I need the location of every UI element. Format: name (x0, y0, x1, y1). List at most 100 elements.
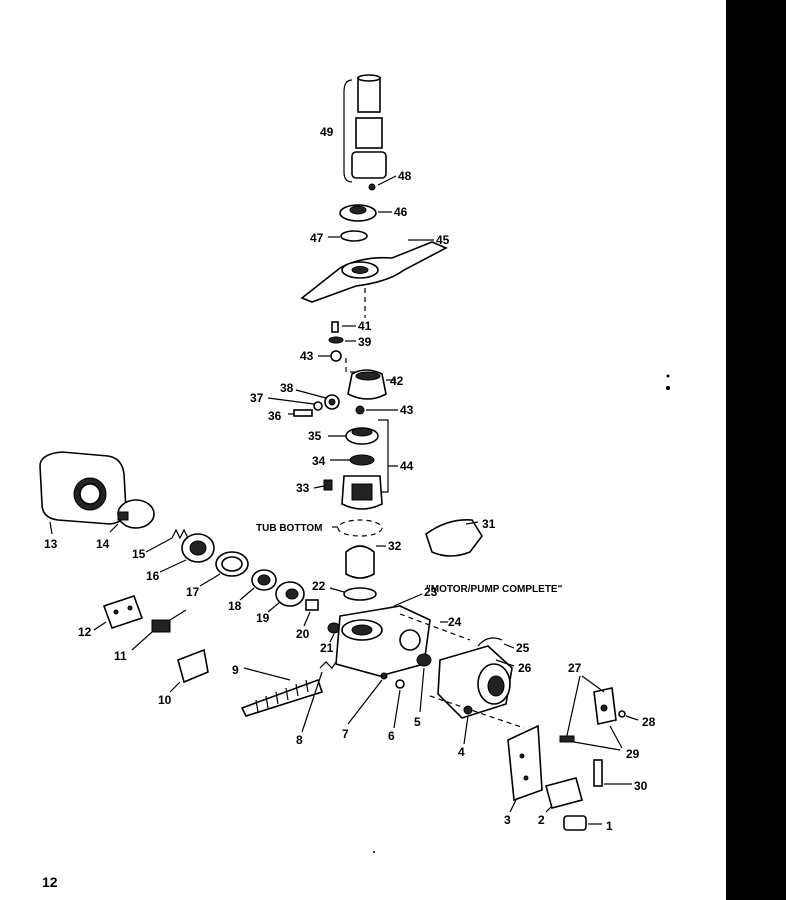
label-19: 19 (256, 611, 270, 625)
label-44: 44 (400, 459, 414, 473)
label-45: 45 (436, 233, 450, 247)
part-23-pump-body (335, 593, 431, 677)
label-43-lower: 43 (400, 403, 414, 417)
part-tub-bottom-ring (332, 519, 383, 537)
part-1-block (563, 815, 602, 831)
label-8: 8 (296, 733, 303, 747)
part-13-filter-housing (39, 451, 127, 535)
part-3-mount-bracket (507, 724, 543, 813)
part-34-seal (330, 454, 375, 466)
part-35-gear-ring (328, 427, 379, 445)
part-43-nut (318, 350, 342, 362)
label-16: 16 (146, 569, 160, 583)
part-33-clip (313, 479, 333, 491)
part-44-pump-housing (341, 475, 383, 510)
part-29-clip (559, 725, 623, 751)
part-41-screw (331, 321, 356, 333)
part-27-bracket (565, 675, 617, 741)
label-1: 1 (606, 819, 613, 833)
part-labels: 1 2 3 4 5 6 7 8 9 10 11 12 13 14 15 16 1… (44, 125, 656, 833)
label-38: 38 (280, 381, 294, 395)
part-18-gasket (239, 569, 277, 601)
part-31-shield (425, 518, 483, 557)
part-4-screw (463, 705, 473, 745)
part-7-washer (347, 672, 388, 725)
part-10-bracket (169, 648, 209, 693)
part-46-cap (339, 204, 392, 222)
part-26-motor (437, 645, 513, 719)
label-20: 20 (296, 627, 310, 641)
label-30: 30 (634, 779, 648, 793)
part-22-seal (329, 587, 377, 601)
part-47-washer (328, 230, 368, 242)
part-38-gear (295, 389, 340, 410)
label-9: 9 (232, 663, 239, 677)
label-6: 6 (388, 729, 395, 743)
caption-motor-pump-complete: "MOTOR/PUMP COMPLETE" (426, 584, 563, 595)
label-37: 37 (250, 391, 264, 405)
part-42-hub (347, 369, 396, 400)
label-18: 18 (228, 599, 242, 613)
label-32: 32 (388, 539, 402, 553)
label-24: 24 (448, 615, 462, 629)
part-20-nut (303, 599, 319, 627)
part-37-washer (267, 397, 323, 411)
label-41: 41 (358, 319, 372, 333)
part-5-bearing (416, 653, 432, 713)
part-17-ring (199, 551, 249, 587)
label-36: 36 (268, 409, 282, 423)
label-22: 22 (312, 579, 326, 593)
label-17: 17 (186, 585, 200, 599)
label-26: 26 (518, 661, 532, 675)
label-4: 4 (458, 745, 465, 759)
part-8-spring (301, 661, 337, 733)
label-13: 13 (44, 537, 58, 551)
part-15-spring (145, 528, 189, 553)
part-19-bearing (267, 581, 305, 613)
part-28-screw (618, 710, 639, 721)
label-5: 5 (414, 715, 421, 729)
label-39: 39 (358, 335, 372, 349)
label-21: 21 (320, 641, 334, 655)
label-49: 49 (320, 125, 334, 139)
page-number: 12 (42, 874, 58, 890)
part-9-drain-hose (240, 667, 324, 717)
part-6-screw (393, 679, 405, 729)
label-43-upper: 43 (300, 349, 314, 363)
part-14-clamp (109, 499, 155, 533)
label-28: 28 (642, 715, 656, 729)
part-39-washer (328, 336, 356, 344)
label-14: 14 (96, 537, 110, 551)
label-3: 3 (504, 813, 511, 827)
label-12: 12 (78, 625, 92, 639)
part-45-spray-arm (300, 239, 448, 303)
label-42: 42 (390, 374, 404, 388)
label-25: 25 (516, 641, 530, 655)
part-16-motor-end (159, 533, 215, 573)
label-29: 29 (626, 747, 640, 761)
label-31: 31 (482, 517, 496, 531)
label-47: 47 (310, 231, 324, 245)
label-33: 33 (296, 481, 310, 495)
part-25-clip (477, 637, 515, 649)
part-11-switch (131, 609, 187, 651)
label-48: 48 (398, 169, 412, 183)
label-7: 7 (342, 727, 349, 741)
label-23: 23 (424, 585, 438, 599)
part-48-screw (368, 175, 397, 191)
part-30-clip (593, 759, 632, 787)
part-32-impeller (345, 545, 386, 579)
part-36-bolt (288, 409, 313, 417)
black-edge-bar (726, 0, 786, 900)
label-10: 10 (158, 693, 172, 707)
label-46: 46 (394, 205, 408, 219)
label-2: 2 (538, 813, 545, 827)
label-34: 34 (312, 454, 326, 468)
part-2-bracket (545, 777, 583, 813)
part-43b-nut (355, 405, 398, 415)
part-49-tube-assembly (343, 74, 387, 183)
label-27: 27 (568, 661, 582, 675)
label-15: 15 (132, 547, 146, 561)
caption-tub-bottom: TUB BOTTOM (256, 523, 322, 534)
